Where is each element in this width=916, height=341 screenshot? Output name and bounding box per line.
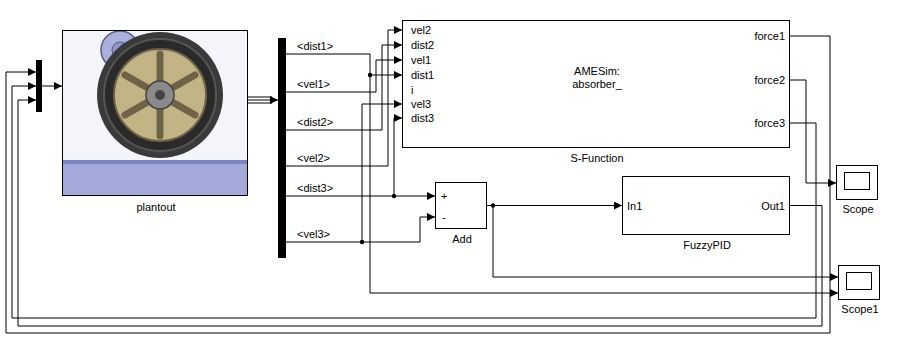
subsystem-block: In1Out1FuzzyPID [622, 176, 790, 235]
signal-name: <dist3> [296, 182, 334, 195]
bus-selector-bar [278, 38, 286, 258]
block-text: Scope [842, 203, 873, 216]
block-text: S-Function [570, 152, 623, 165]
block-text: Out1 [761, 200, 785, 213]
scope-block: Scope [836, 165, 878, 200]
scope-block: Scope1 [838, 265, 880, 300]
signal-name: <vel2> [296, 152, 331, 165]
block-text: dist1 [411, 69, 434, 82]
block-text: force1 [754, 30, 785, 43]
signal-name: <vel1> [296, 78, 331, 91]
scope-screen [846, 272, 872, 290]
s-function-block: vel2 dist2 vel1 dist1 ivel3dist3 AMESim: abso… [402, 20, 790, 148]
sum-block: +-Add [435, 182, 487, 229]
block-text: + [441, 190, 447, 203]
scope-screen [844, 172, 870, 190]
block-text: vel1 [411, 54, 431, 67]
block-text: AMESim: absorber_ [559, 65, 635, 91]
block-text: plantout [136, 201, 175, 214]
block-text: dist2 [411, 39, 434, 52]
block-text: vel2 [411, 24, 431, 37]
plant-block: plantout [62, 30, 248, 196]
block-text: force3 [754, 117, 785, 130]
block-text: i [411, 84, 413, 97]
signal-name: <vel3> [296, 228, 331, 241]
signal-line [487, 205, 622, 206]
block-text: Scope1 [841, 303, 878, 316]
block-text: Add [452, 233, 472, 246]
block-text: vel3 [411, 98, 431, 111]
block-text: In1 [627, 200, 642, 213]
signal-name: <dist2> [296, 116, 334, 129]
mux-bar [36, 60, 42, 112]
block-text: force2 [754, 74, 785, 87]
block-text: dist3 [411, 112, 434, 125]
plant-illustration [63, 31, 247, 195]
signal-name: <dist1> [296, 40, 334, 53]
block-text: - [442, 211, 446, 224]
signal-line [790, 80, 836, 183]
block-text: FuzzyPID [683, 239, 731, 252]
